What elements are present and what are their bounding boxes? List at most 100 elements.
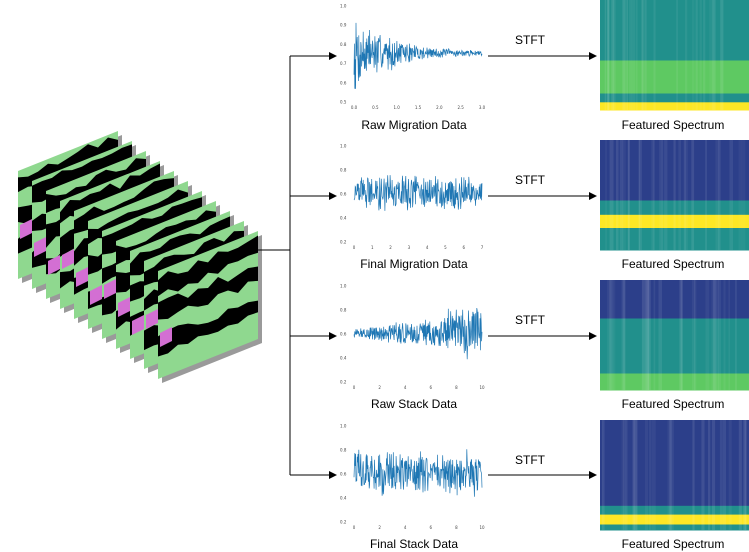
x-tick-label: 5 xyxy=(444,245,447,250)
spectrum-texture xyxy=(653,140,655,250)
spectrum-texture xyxy=(653,0,656,110)
spectrum-texture xyxy=(722,420,726,530)
x-tick-label: 7 xyxy=(481,245,484,250)
spectrum-texture xyxy=(638,140,642,250)
spectrum-band xyxy=(600,93,749,103)
spectrum-texture xyxy=(691,140,695,250)
spectrum-texture xyxy=(635,420,638,530)
spectrum-texture xyxy=(624,0,626,110)
spectrum-texture xyxy=(648,280,651,390)
spectrum-label: Featured Spectrum xyxy=(622,537,725,551)
spectrum-band xyxy=(600,102,749,111)
spectrum-texture xyxy=(713,280,717,390)
spectrum-label: Featured Spectrum xyxy=(622,257,725,271)
spectrum-texture xyxy=(685,0,688,110)
spectrum-texture xyxy=(641,0,644,110)
spectrum-label: Featured Spectrum xyxy=(622,118,725,132)
signal-trace xyxy=(353,307,483,360)
y-tick-label: 0.2 xyxy=(340,380,347,385)
spectrum-texture xyxy=(645,0,647,110)
y-tick-label: 0.6 xyxy=(340,472,347,477)
spectrum-texture xyxy=(719,420,723,530)
spectrum-texture xyxy=(715,140,720,250)
x-tick-label: 3.0 xyxy=(479,105,486,110)
spectrum-texture xyxy=(717,280,721,390)
x-tick-label: 0.0 xyxy=(351,105,358,110)
x-tick-label: 0 xyxy=(353,385,356,390)
spectrum-texture xyxy=(621,420,624,530)
spectrum-texture xyxy=(740,140,742,250)
x-tick-label: 0 xyxy=(353,525,356,530)
spectrum-texture xyxy=(683,140,686,250)
spectrum-image xyxy=(600,140,749,251)
y-tick-label: 1.0 xyxy=(340,144,347,149)
signal-trace xyxy=(353,175,483,211)
spectrum-texture xyxy=(605,140,607,250)
signal-trace xyxy=(353,449,483,497)
x-tick-label: 2 xyxy=(378,525,381,530)
x-tick-label: 8 xyxy=(455,385,458,390)
spectrum-texture xyxy=(705,280,710,390)
y-tick-label: 1.0 xyxy=(340,284,347,289)
spectrum-texture xyxy=(728,280,730,390)
spectrum-texture xyxy=(604,0,607,110)
spectrum-texture xyxy=(692,420,695,530)
y-tick-label: 0.8 xyxy=(340,168,347,173)
spectrum-band xyxy=(600,60,749,94)
spectrum-label: Featured Spectrum xyxy=(622,397,725,411)
spectrum-texture xyxy=(647,280,650,390)
y-tick-label: 1.0 xyxy=(340,4,347,9)
spectrum-texture xyxy=(678,140,681,250)
x-tick-label: 1 xyxy=(371,245,374,250)
signal-trace xyxy=(353,22,483,89)
y-tick-label: 0.6 xyxy=(340,192,347,197)
spectrum-band xyxy=(600,140,749,201)
spectrum-band xyxy=(600,200,749,216)
spectrum-texture xyxy=(623,420,625,530)
x-tick-label: 6 xyxy=(462,245,465,250)
spectrum-texture xyxy=(653,280,656,390)
spectrum-texture xyxy=(680,280,683,390)
stft-label: STFT xyxy=(515,453,546,467)
spectrum-texture xyxy=(631,0,636,110)
y-tick-label: 0.8 xyxy=(340,448,347,453)
spectrum-texture xyxy=(685,140,688,250)
y-tick-label: 1.0 xyxy=(340,424,347,429)
spectrum-texture xyxy=(607,280,610,390)
row-label: Final Migration Data xyxy=(360,257,468,271)
spectrum-texture xyxy=(609,140,614,250)
stft-label: STFT xyxy=(515,313,546,327)
spectrum-texture xyxy=(659,140,661,250)
spectrum-texture xyxy=(670,420,674,530)
spectrum-texture xyxy=(645,420,649,530)
y-tick-label: 0.4 xyxy=(340,356,347,361)
spectrum-band xyxy=(600,514,749,525)
spectrum-texture xyxy=(723,280,726,390)
spectrum-texture xyxy=(660,140,664,250)
spectrum-texture xyxy=(612,0,616,110)
spectrum-texture xyxy=(632,420,635,530)
spectrum-texture xyxy=(641,0,646,110)
spectrum-texture xyxy=(611,0,615,110)
spectrum-texture xyxy=(635,0,638,110)
x-tick-label: 6 xyxy=(430,385,433,390)
spectrum-band xyxy=(600,373,749,391)
spectrum-texture xyxy=(658,280,662,390)
y-tick-label: 0.8 xyxy=(340,308,347,313)
y-tick-label: 0.2 xyxy=(340,520,347,525)
x-tick-label: 6 xyxy=(430,525,433,530)
spectrum-texture xyxy=(694,280,697,390)
spectrum-texture xyxy=(692,0,695,110)
x-tick-label: 0 xyxy=(353,245,356,250)
spectrum-texture xyxy=(633,420,638,530)
spectrum-texture xyxy=(701,420,705,530)
spectrum-texture xyxy=(638,140,641,250)
row-label: Final Stack Data xyxy=(370,537,458,551)
x-tick-label: 3 xyxy=(408,245,411,250)
